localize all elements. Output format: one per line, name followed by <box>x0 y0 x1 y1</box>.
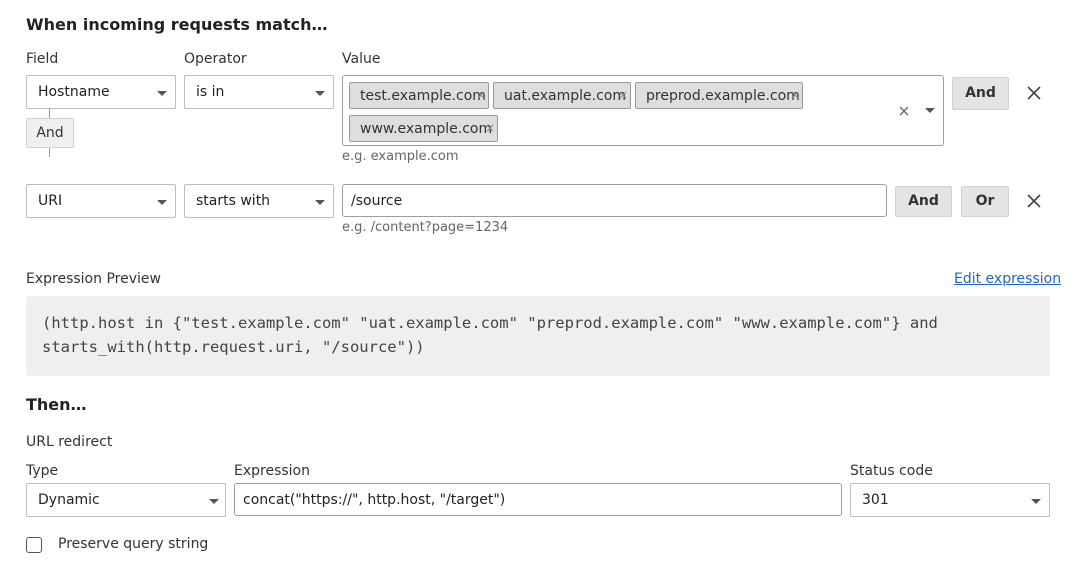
redirect-expression-input[interactable]: concat("https://", http.host, "/target") <box>234 483 842 516</box>
expression-line-2: starts_with(http.request.uri, "/source")… <box>42 338 425 356</box>
value-tag-label: test.example.com <box>360 88 486 104</box>
preserve-query-checkbox[interactable] <box>26 537 42 553</box>
rule1-value-multiselect[interactable]: test.example.com × uat.example.com × pre… <box>342 75 944 146</box>
rule1-field-select[interactable]: Hostname <box>26 75 176 109</box>
expression-line-1: (http.host in {"test.example.com" "uat.e… <box>42 314 938 332</box>
value-tag-label: preprod.example.com <box>646 88 800 104</box>
value-tag: uat.example.com × <box>493 82 631 109</box>
preserve-query-label[interactable]: Preserve query string <box>58 536 209 552</box>
rule1-and-button[interactable]: And <box>952 77 1009 110</box>
connector-and-badge: And <box>26 118 74 148</box>
operator-column-label: Operator <box>184 51 247 67</box>
close-icon[interactable]: × <box>618 88 629 102</box>
expression-preview-box: (http.host in {"test.example.com" "uat.e… <box>26 296 1050 376</box>
close-icon[interactable]: × <box>790 88 801 102</box>
and-button-label: And <box>908 193 939 209</box>
rule2-field-value: URI <box>38 193 63 209</box>
value-tag-label: uat.example.com <box>504 88 627 104</box>
rule1-field-value: Hostname <box>38 84 110 100</box>
edit-expression-link[interactable]: Edit expression <box>954 271 1062 287</box>
rule1-operator-select[interactable]: is in <box>184 75 334 109</box>
or-button-label: Or <box>975 193 995 209</box>
connector-line-top <box>49 109 50 119</box>
connector-label: And <box>36 125 64 141</box>
redirect-type-select[interactable]: Dynamic <box>26 483 226 517</box>
rule2-operator-value: starts with <box>196 193 271 209</box>
remove-condition-icon[interactable] <box>1026 85 1042 101</box>
status-code-label: Status code <box>850 463 933 479</box>
rule2-field-select[interactable]: URI <box>26 184 176 218</box>
and-button-label: And <box>965 85 996 101</box>
field-column-label: Field <box>26 51 59 67</box>
redirect-type-value: Dynamic <box>38 492 100 508</box>
chevron-down-icon <box>315 200 325 205</box>
chevron-down-icon <box>315 91 325 96</box>
expression-preview-label: Expression Preview <box>26 271 161 287</box>
status-code-value: 301 <box>862 492 889 508</box>
chevron-down-icon <box>157 91 167 96</box>
type-label: Type <box>26 463 59 479</box>
chevron-down-icon[interactable] <box>925 108 935 113</box>
chevron-down-icon <box>209 499 219 504</box>
chevron-down-icon <box>1031 499 1041 504</box>
rule2-operator-select[interactable]: starts with <box>184 184 334 218</box>
action-label: URL redirect <box>26 434 113 450</box>
rule1-value-hint: e.g. example.com <box>342 149 459 164</box>
section-heading-then: Then… <box>26 395 87 414</box>
value-column-label: Value <box>342 51 381 67</box>
value-tag: www.example.com × <box>349 115 498 142</box>
close-icon[interactable]: × <box>476 88 487 102</box>
rule2-or-button[interactable]: Or <box>961 186 1009 217</box>
status-code-select[interactable]: 301 <box>850 483 1050 517</box>
rule2-value-hint: e.g. /content?page=1234 <box>342 220 509 235</box>
clear-all-icon[interactable] <box>898 105 910 117</box>
close-icon[interactable]: × <box>485 121 496 135</box>
chevron-down-icon <box>157 200 167 205</box>
redirect-expression-text: concat("https://", http.host, "/target") <box>243 492 506 508</box>
section-heading-when: When incoming requests match… <box>26 15 328 34</box>
connector-line-bottom <box>49 148 50 157</box>
remove-condition-icon[interactable] <box>1026 193 1042 209</box>
expression-label: Expression <box>234 463 310 479</box>
rule1-operator-value: is in <box>196 84 225 100</box>
value-tag: test.example.com × <box>349 82 489 109</box>
rule2-and-button[interactable]: And <box>895 186 952 217</box>
value-tag: preprod.example.com × <box>635 82 803 109</box>
rule2-value-input[interactable]: /source <box>342 184 887 217</box>
rule2-value-text: /source <box>351 193 403 209</box>
value-tag-label: www.example.com <box>360 121 493 137</box>
